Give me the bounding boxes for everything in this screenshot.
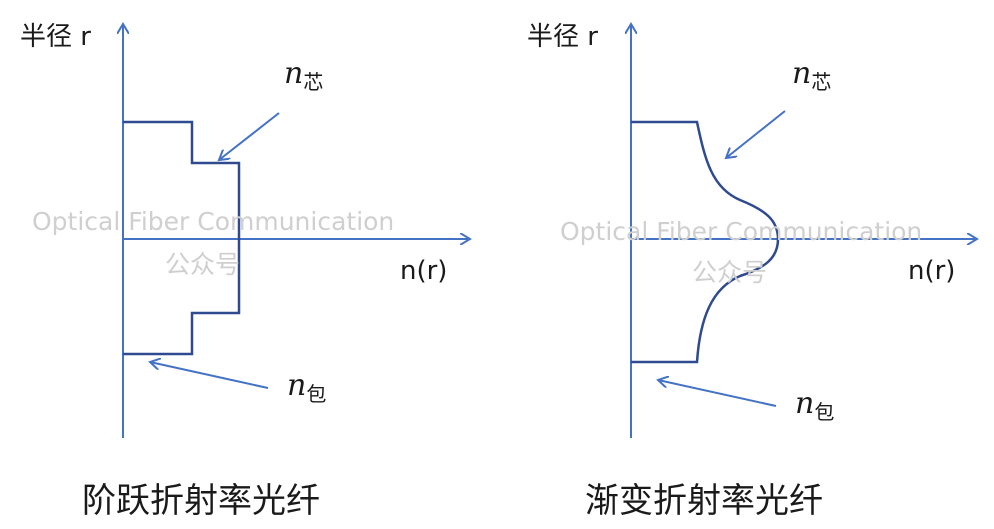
left-core-label-n: n [284, 56, 304, 91]
right-core-arrow [726, 110, 786, 158]
left-cladding-label: n包 [287, 368, 326, 407]
right-y-axis-label: 半径 r [527, 22, 598, 52]
left-core-label-sub: 芯 [303, 70, 324, 94]
left-watermark-line1: Optical Fiber Communication [32, 207, 395, 236]
right-graded-index-profile [631, 120, 780, 364]
left-core-arrow [219, 112, 280, 160]
right-core-label: n芯 [792, 56, 831, 95]
right-core-label-sub: 芯 [811, 70, 832, 94]
left-cladding-arrow [150, 362, 269, 389]
right-caption: 渐变折射率光纤 [585, 481, 823, 521]
left-y-axis-label: 半径 r [20, 22, 91, 52]
right-core-label-n: n [792, 56, 812, 91]
left-cladding-label-sub: 包 [306, 382, 327, 406]
right-cladding-arrow [658, 380, 777, 407]
right-cladding-label-sub: 包 [814, 400, 835, 424]
left-cladding-label-n: n [287, 368, 307, 403]
right-cladding-label: n包 [795, 386, 834, 425]
right-watermark-line2: 公众号 [692, 258, 768, 287]
right-cladding-label-n: n [795, 386, 815, 421]
left-x-axis-label: n(r) [400, 256, 448, 286]
left-watermark-line2: 公众号 [165, 250, 241, 279]
left-caption: 阶跃折射率光纤 [82, 481, 320, 521]
right-watermark-line1: Optical Fiber Communication [560, 217, 923, 246]
left-core-label: n芯 [284, 56, 323, 95]
right-x-axis-label: n(r) [908, 256, 956, 286]
left-step-index-profile [123, 120, 241, 356]
